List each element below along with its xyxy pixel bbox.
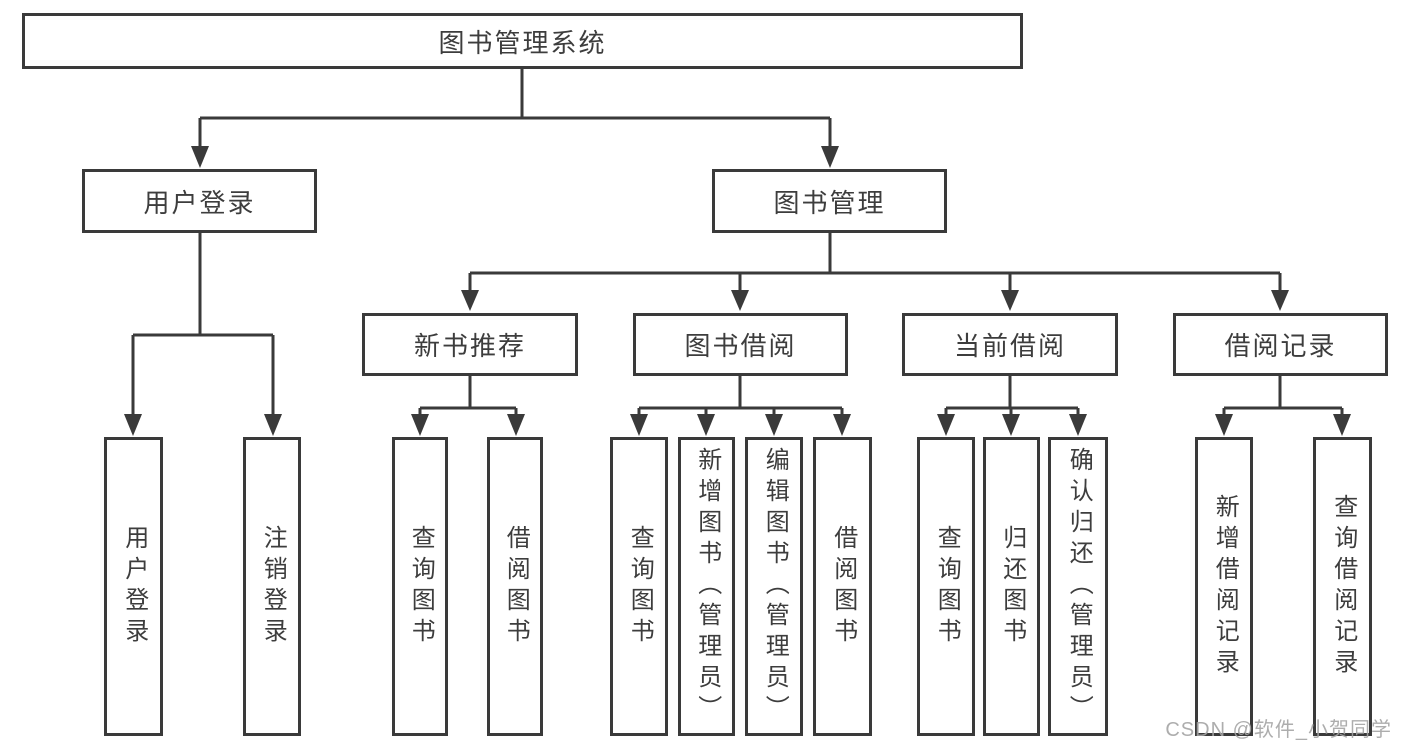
leaf-confirm-return-admin: 确认归还（管理员） (1048, 437, 1108, 736)
leaf-logout: 注销登录 (243, 437, 301, 736)
node-current-borrow-label: 当前借阅 (953, 331, 1066, 361)
node-borrow-records-label: 借阅记录 (1224, 331, 1337, 361)
leaf-return-books-label: 归还图书 (998, 524, 1026, 649)
leaf-edit-books-admin: 编辑图书（管理员） (745, 437, 803, 736)
leaf-confirm-return-admin-label: 确认归还（管理员） (1065, 447, 1093, 726)
node-book-management-label: 图书管理 (773, 187, 886, 218)
csdn-watermark: CSDN @软件_小贺同学 (1165, 719, 1392, 741)
leaf-add-borrow-record: 新增借阅记录 (1195, 437, 1253, 736)
leaf-logout-label: 注销登录 (259, 524, 287, 649)
node-book-borrow-label: 图书借阅 (684, 331, 797, 361)
node-user-login-label: 用户登录 (143, 187, 256, 218)
leaf-add-books-admin: 新增图书（管理员） (678, 437, 735, 736)
leaf-query-borrow-record-label: 查询借阅记录 (1329, 493, 1357, 680)
node-borrow-records: 借阅记录 (1173, 313, 1388, 376)
leaf-recommend-query-books: 查询图书 (392, 437, 448, 736)
node-book-management: 图书管理 (712, 169, 947, 233)
node-book-borrow: 图书借阅 (633, 313, 848, 376)
leaf-current-query-books-label: 查询图书 (933, 524, 961, 649)
leaf-borrow-books: 借阅图书 (813, 437, 872, 736)
node-current-borrow: 当前借阅 (902, 313, 1118, 376)
leaf-add-borrow-record-label: 新增借阅记录 (1211, 493, 1239, 680)
leaf-borrow-query-books-label: 查询图书 (626, 524, 654, 649)
leaf-return-books: 归还图书 (983, 437, 1040, 736)
arrowheads (124, 146, 1351, 436)
leaf-user-login-label: 用户登录 (120, 524, 148, 649)
leaf-recommend-borrow-books-label: 借阅图书 (502, 524, 530, 649)
leaf-recommend-query-books-label: 查询图书 (407, 524, 435, 649)
leaf-recommend-borrow-books: 借阅图书 (487, 437, 543, 736)
node-root-system: 图书管理系统 (22, 13, 1023, 69)
leaf-borrow-books-label: 借阅图书 (829, 524, 857, 649)
leaf-edit-books-admin-label: 编辑图书（管理员） (761, 447, 789, 726)
leaf-user-login: 用户登录 (104, 437, 163, 736)
leaf-borrow-query-books: 查询图书 (610, 437, 668, 736)
leaf-query-borrow-record: 查询借阅记录 (1313, 437, 1372, 736)
node-new-book-recommend: 新书推荐 (362, 313, 578, 376)
leaf-current-query-books: 查询图书 (917, 437, 975, 736)
node-user-login: 用户登录 (82, 169, 317, 233)
node-root-label: 图书管理系统 (438, 27, 607, 58)
node-new-book-recommend-label: 新书推荐 (413, 331, 526, 361)
leaf-add-books-admin-label: 新增图书（管理员） (693, 447, 721, 726)
